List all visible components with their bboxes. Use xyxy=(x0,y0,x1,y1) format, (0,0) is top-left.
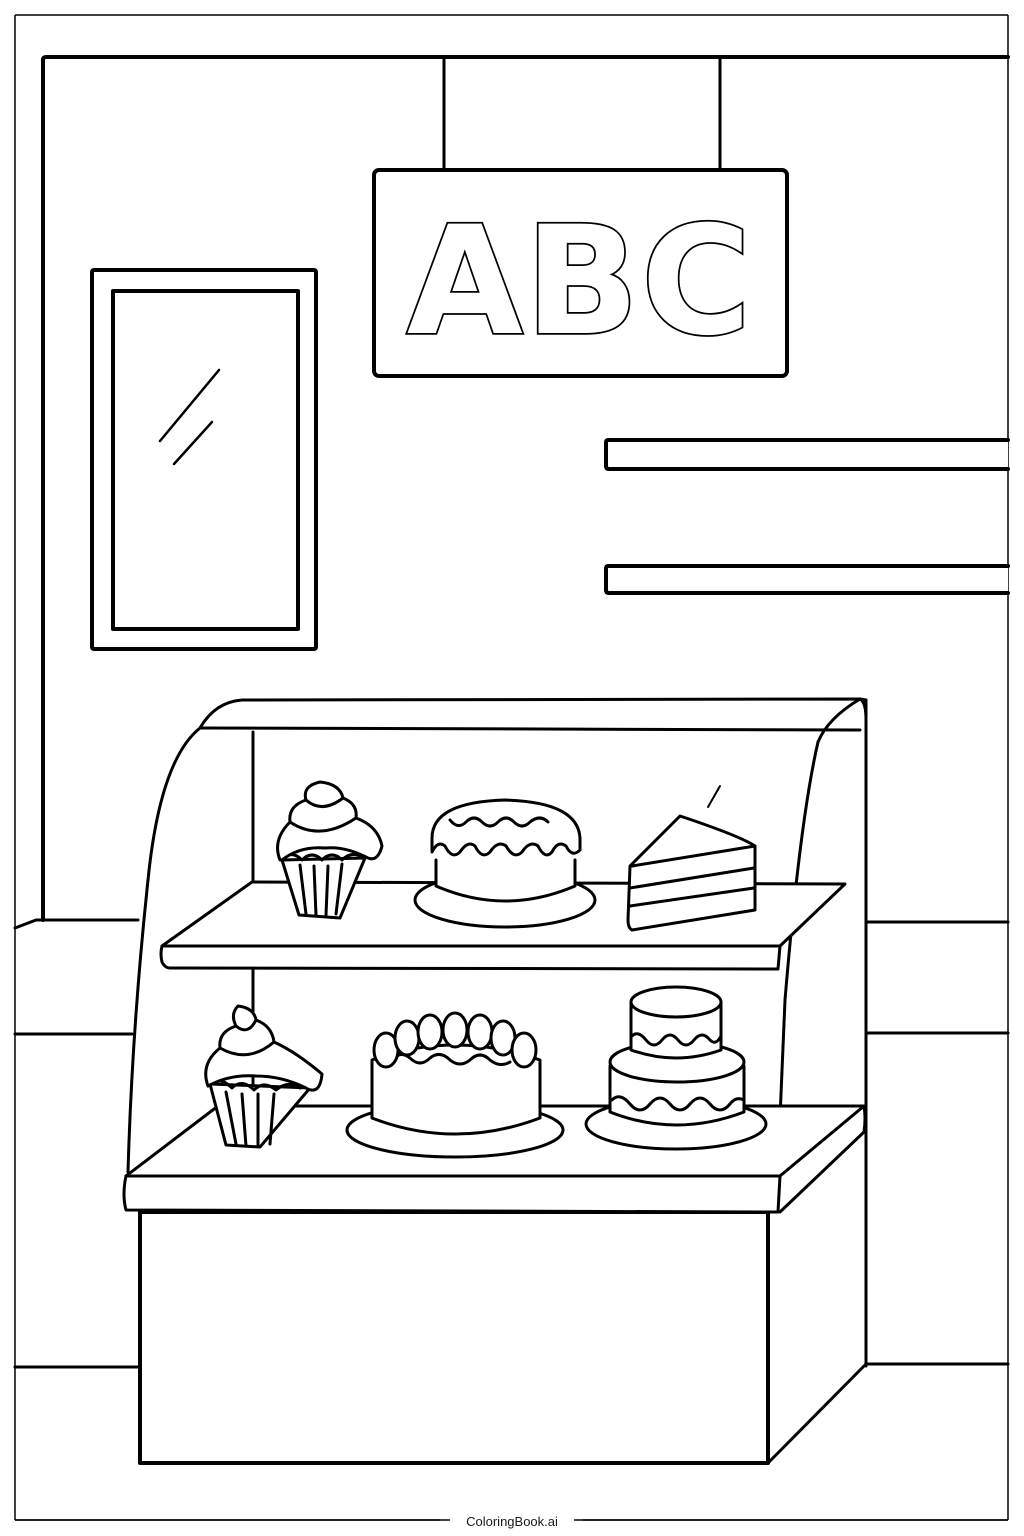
decorated-cake xyxy=(345,1011,565,1159)
abc-sign: ABC xyxy=(372,168,789,378)
wall-shelves xyxy=(604,438,1010,595)
framed-window xyxy=(90,268,318,651)
cupcake-top xyxy=(276,780,384,920)
cupcake-bottom xyxy=(204,1004,324,1149)
footer: ColoringBook.ai xyxy=(0,1508,1024,1534)
sign-text: ABC xyxy=(407,195,754,369)
bottom-shelf-items xyxy=(204,985,768,1159)
back-wall xyxy=(13,55,1010,1369)
top-shelf-items xyxy=(276,780,757,932)
cake-slice xyxy=(626,785,757,932)
two-tier-cake xyxy=(584,985,768,1151)
watermark-text: ColoringBook.ai xyxy=(450,1513,574,1529)
frosted-cake-top xyxy=(413,798,597,929)
display-case xyxy=(122,697,868,1465)
